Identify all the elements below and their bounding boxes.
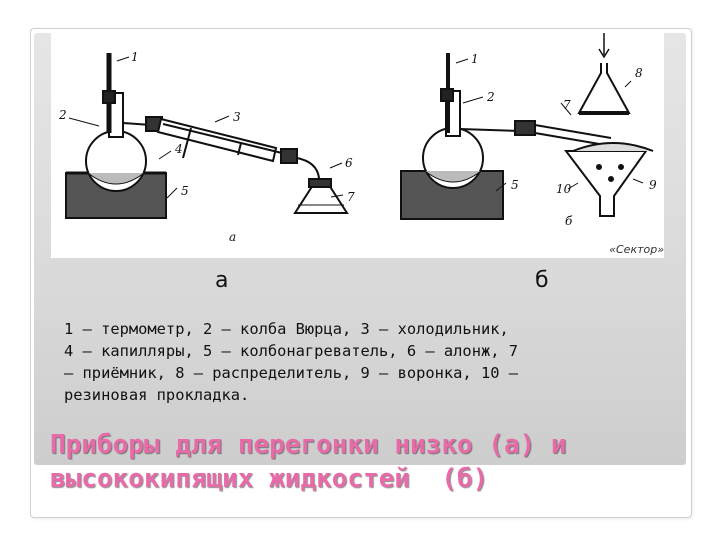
part-number-b-7: 7 [563,98,571,112]
parts-legend: 1 – термометр, 2 – колба Вюрца, 3 – холо… [64,320,519,404]
slide-title-line-2: высококипящих жидкостей (б) [50,464,489,494]
part-number-a-5: 5 [181,184,189,198]
part-number-a-3: 3 [233,110,241,124]
apparatus-a-drawing [65,53,349,219]
part-number-b-2: 2 [486,90,495,104]
caption-a: а [229,230,236,244]
part-number-a-1: 1 [131,50,139,64]
part-number-a-2: 2 [58,108,67,122]
corner-text: «Сектор» [609,243,664,256]
part-number-b-10: 10 [556,182,572,196]
slide-title-line-1: Приборы для перегонки низко (а) и [50,430,567,460]
apparatus-figure: 1 2 3 4 5 6 7 а 1 2 5 7 8 9 10 б [51,33,664,258]
part-number-b-5: 5 [511,178,519,192]
caption-b: б [565,214,573,228]
part-number-b-9: 9 [649,178,657,192]
part-number-a-6: 6 [345,156,353,170]
slide-title: Приборы для перегонки низко (а) и высоко… [50,428,670,496]
part-number-b-1: 1 [471,52,479,66]
subfigure-label-b: б [535,268,549,293]
subfigure-label-a: а [215,268,229,293]
part-number-b-8: 8 [635,66,643,80]
apparatus-b-drawing [400,33,654,220]
part-number-a-7: 7 [347,190,355,204]
part-number-a-4: 4 [174,142,183,156]
